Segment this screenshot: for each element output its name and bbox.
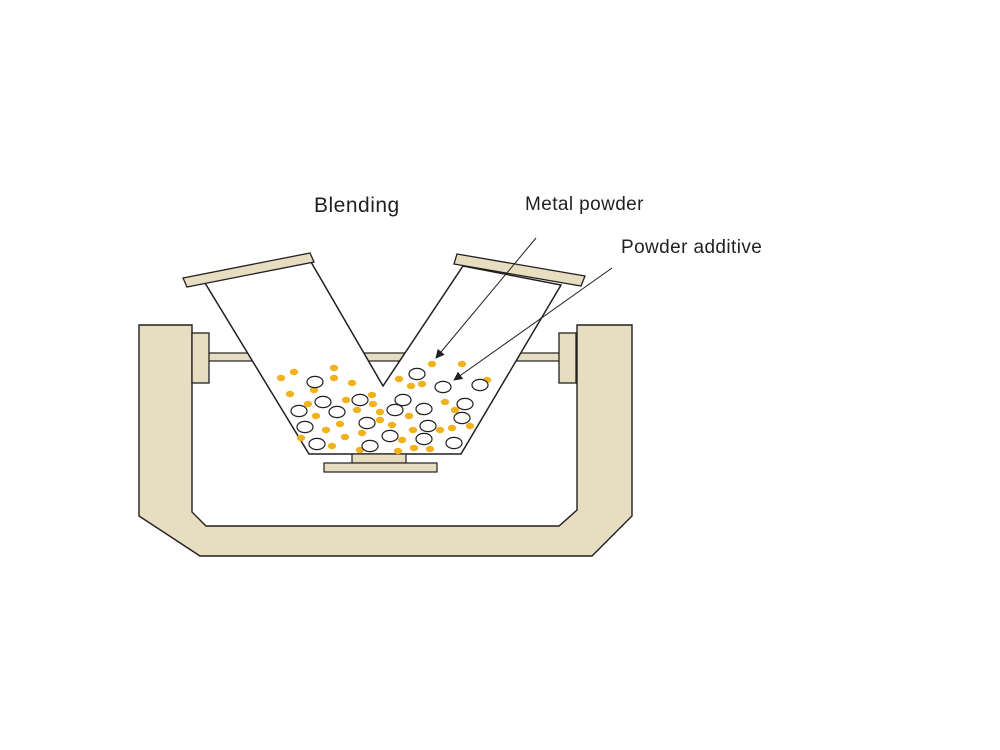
metal-particle: [328, 405, 346, 419]
additive-particle: [465, 422, 475, 430]
powder-additive-particles: [276, 360, 492, 455]
additive-particle: [347, 379, 357, 387]
additive-particle: [457, 360, 467, 368]
outlet-neck: [351, 453, 407, 464]
metal-particle: [381, 429, 399, 443]
metal-particle: [358, 416, 376, 430]
additive-particle: [425, 445, 435, 453]
additive-particle: [276, 374, 286, 382]
additive-particle: [375, 408, 385, 416]
right-bearing: [558, 332, 577, 384]
metal-particle: [419, 419, 437, 433]
metal-powder-leader-arrow: [435, 237, 537, 359]
additive-particle: [417, 380, 427, 388]
powder-additive-leader-arrow: [453, 267, 613, 381]
additive-particle: [285, 390, 295, 398]
additive-particle: [289, 368, 299, 376]
metal-particle: [453, 411, 471, 425]
metal-particle: [434, 380, 452, 394]
metal-particle: [415, 432, 433, 446]
additive-particle: [309, 386, 319, 394]
additive-particle: [447, 424, 457, 432]
additive-particle: [397, 436, 407, 444]
metal-particle: [296, 420, 314, 434]
additive-particle: [311, 412, 321, 420]
metal-particle: [361, 439, 379, 453]
additive-particle: [352, 406, 362, 414]
additive-particle: [303, 400, 313, 408]
additive-particle: [321, 426, 331, 434]
additive-particle: [329, 374, 339, 382]
additive-particle: [368, 400, 378, 408]
metal-particle: [415, 402, 433, 416]
additive-particle: [393, 447, 403, 455]
additive-particle: [435, 426, 445, 434]
right-lid: [453, 253, 586, 287]
additive-particle: [387, 421, 397, 429]
left-bearing: [191, 332, 210, 384]
additive-particle: [394, 375, 404, 383]
additive-particle: [375, 416, 385, 424]
additive-particle: [296, 434, 306, 442]
additive-particle: [427, 360, 437, 368]
support-frame: [138, 324, 633, 557]
metal-particle: [386, 403, 404, 417]
additive-particle: [440, 398, 450, 406]
metal-powder-label: Metal powder: [525, 194, 644, 215]
blending-label: Blending: [314, 194, 400, 217]
additive-particle: [367, 391, 377, 399]
additive-particle: [409, 444, 419, 452]
metal-particle: [471, 378, 489, 392]
metal-particle: [314, 395, 332, 409]
metal-particle: [308, 437, 326, 451]
additive-particle: [327, 442, 337, 450]
outlet-base: [323, 462, 438, 473]
metal-particle: [456, 397, 474, 411]
additive-particle: [335, 420, 345, 428]
powder-additive-label: Powder additive: [621, 237, 762, 258]
left-lid: [182, 252, 315, 288]
metal-particle: [445, 436, 463, 450]
metal-particle: [394, 393, 412, 407]
additive-particle: [341, 396, 351, 404]
additive-particle: [404, 412, 414, 420]
additive-particle: [406, 382, 416, 390]
metal-powder-particles: [290, 367, 489, 453]
metal-particle: [351, 393, 369, 407]
additive-particle: [408, 426, 418, 434]
metal-particle: [408, 367, 426, 381]
additive-particle: [450, 406, 460, 414]
additive-particle: [357, 429, 367, 437]
metal-particle: [306, 375, 324, 389]
metal-particle: [290, 404, 308, 418]
additive-particle: [329, 364, 339, 372]
additive-particle: [340, 433, 350, 441]
